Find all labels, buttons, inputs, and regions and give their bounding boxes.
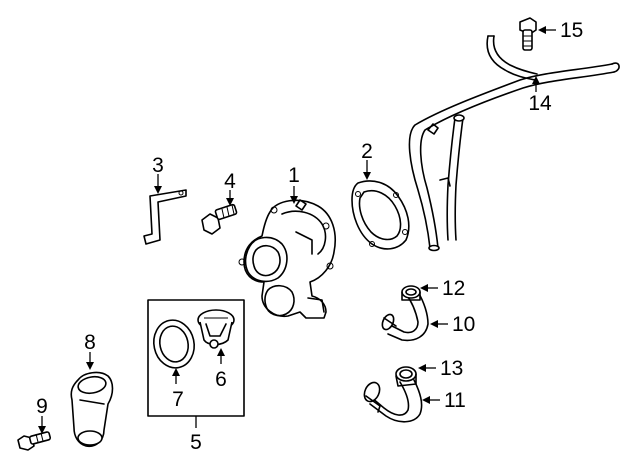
part-13-clamp (395, 366, 417, 387)
part-2-gasket (351, 180, 410, 250)
part-8-thermostat-housing (70, 371, 114, 448)
callout-1: 1 (288, 164, 300, 187)
callout-15: 15 (560, 19, 583, 42)
part-11-hose (363, 379, 423, 423)
callout-13: 13 (440, 357, 463, 380)
part-3-bracket (143, 189, 187, 245)
callout-labels: 1 2 3 4 5 6 7 8 9 10 11 12 13 14 15 (36, 19, 583, 454)
part-10-hose (381, 291, 429, 342)
callout-5: 5 (190, 431, 202, 454)
part-6-thermostat (197, 309, 235, 349)
callout-3: 3 (152, 154, 164, 177)
part-9-bolt (17, 431, 52, 451)
part-12-clamp (401, 285, 421, 301)
part-7-seal-ring (153, 319, 195, 369)
part-1-water-pump (238, 199, 336, 319)
callout-11: 11 (444, 389, 466, 412)
part-15-bolt (519, 17, 537, 51)
part-14-coolant-pipe (408, 35, 620, 252)
leader-lines (38, 26, 556, 434)
part-4-bolt (201, 203, 238, 235)
callout-4: 4 (224, 170, 236, 193)
callout-12: 12 (442, 277, 465, 300)
callout-9: 9 (36, 395, 48, 418)
callout-2: 2 (361, 140, 373, 163)
callout-8: 8 (84, 331, 96, 354)
callout-10: 10 (452, 313, 475, 336)
part-5-kit-box (147, 299, 245, 417)
callout-6: 6 (215, 368, 227, 391)
callout-14: 14 (528, 92, 552, 115)
callout-7: 7 (172, 388, 184, 411)
